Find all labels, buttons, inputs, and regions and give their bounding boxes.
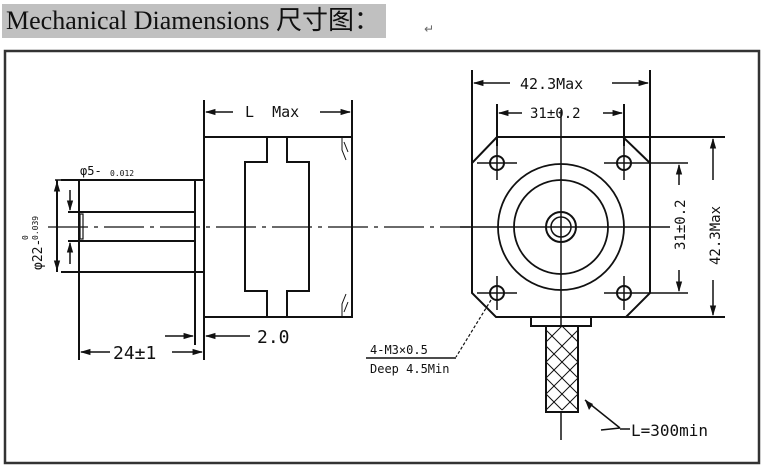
outer-width-label: 42.3Max (520, 75, 583, 93)
boss-outline (194, 179, 205, 273)
section-heading: Mechanical Diamensions 尺寸图： (2, 4, 387, 38)
heading-text: Mechanical Diamensions 尺寸图： (6, 6, 381, 35)
outer-height-label: 42.3Max (708, 206, 724, 265)
thread-spec-line1: 4-M3×0.5 (370, 343, 428, 357)
endcap-mark-bottom (341, 293, 349, 316)
front-view (366, 70, 725, 440)
boss-diameter-label: φ22- (31, 239, 46, 270)
boss-diameter-tol-upper: 0 (21, 235, 30, 240)
cable (545, 325, 593, 413)
shaft-diameter-tolerance: 0.012 (110, 169, 134, 178)
side-view (48, 100, 470, 360)
thread-leader-line (455, 299, 492, 358)
paragraph-mark: ↵ (424, 22, 435, 36)
endcap-mark-top (341, 138, 349, 161)
shaft-length-label: 24±1 (113, 343, 156, 364)
thread-spec-line2: Deep 4.5Min (370, 362, 449, 376)
drawing-frame (3, 49, 761, 465)
hole-spacing-h-label: 31±0.2 (530, 106, 581, 122)
shaft-diameter-label: φ5- (80, 164, 102, 178)
cable-leader-line (600, 427, 621, 431)
shaft-outline (78, 179, 195, 273)
cable-length-label: L=300min (631, 421, 708, 440)
boss-height-label: 2.0 (257, 327, 290, 348)
boss-diameter-tol-lower: 0.039 (31, 216, 40, 240)
body-length-label: L Max (245, 103, 299, 121)
hole-spacing-v-label: 31±0.2 (673, 199, 689, 250)
